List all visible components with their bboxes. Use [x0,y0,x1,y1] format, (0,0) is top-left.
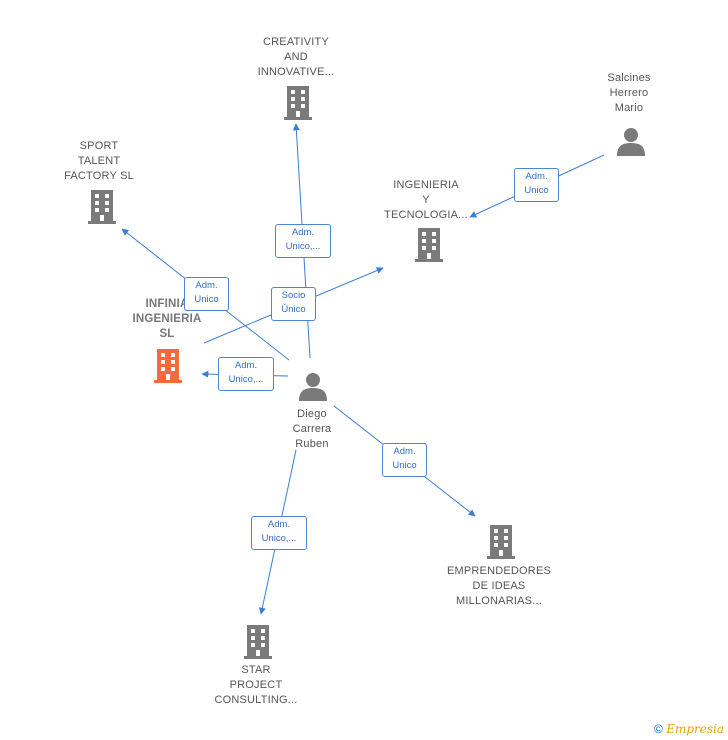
copyright-icon: © [654,722,663,736]
building-icon[interactable] [86,190,118,224]
person-icon[interactable] [616,126,646,156]
relation-badge[interactable]: Socio Único [271,287,316,321]
person-icon[interactable] [298,371,328,401]
node-label-star[interactable]: STAR PROJECT CONSULTING... [214,664,298,706]
relation-badge[interactable]: Adm. Unico,... [275,224,331,258]
node-label-creativity[interactable]: CREATIVITY AND INNOVATIVE... [257,36,335,78]
node-label-sport[interactable]: SPORT TALENT FACTORY SL [64,140,134,182]
relation-badge[interactable]: Adm. Unico,... [218,357,274,391]
node-label-diego[interactable]: Diego Carrera Ruben [292,408,332,450]
building-icon[interactable] [485,525,517,559]
building-icon[interactable] [242,625,274,659]
building-icon[interactable] [282,86,314,120]
relation-badge[interactable]: Adm. Unico [184,277,229,311]
node-label-salcines[interactable]: Salcines Herrero Mario [607,72,651,114]
relation-badge[interactable]: Adm. Unico,... [251,516,307,550]
footer: © Empresia [654,722,724,736]
brand-logo[interactable]: Empresia [666,722,724,736]
relation-badge[interactable]: Adm. Unico [514,168,559,202]
building-icon[interactable] [413,228,445,262]
node-label-emprendedores[interactable]: EMPRENDEDORES DE IDEAS MILLONARIAS... [446,565,552,607]
node-label-infinia[interactable]: INFINIA INGENIERIA SL [132,298,202,340]
building-icon[interactable] [152,349,184,383]
node-label-ingenieria[interactable]: INGENIERIA Y TECNOLOGIA... [384,179,468,221]
relation-badge[interactable]: Adm. Unico [382,443,427,477]
